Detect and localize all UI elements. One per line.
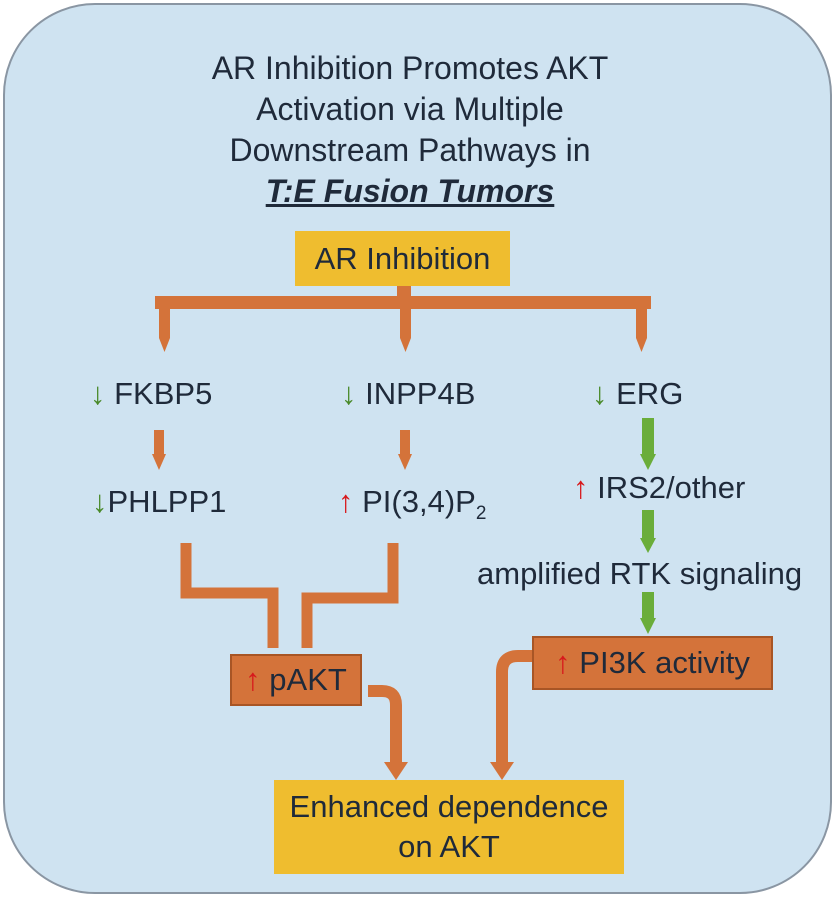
- pi3k-label: PI3K activity: [579, 645, 750, 680]
- irs2-label: IRS2/other: [597, 470, 746, 505]
- down-arrow-icon: ↓: [592, 376, 608, 411]
- up-arrow-icon: ↑: [338, 484, 354, 519]
- pakt-to-enhanced-arrow: [368, 685, 408, 780]
- enhanced-dependence-line-2: on AKT: [398, 829, 500, 864]
- irs2-node: ↑ IRS2/other: [573, 470, 745, 506]
- up-arrow-icon: ↑: [245, 662, 261, 697]
- diagram-panel: [3, 3, 832, 894]
- down-arrow-icon: ↓: [341, 376, 357, 411]
- pakt-box: ↑ pAKT: [230, 654, 362, 706]
- erg-to-irs2-arrow: [640, 418, 656, 470]
- pi34p2-to-pakt-connector: [301, 543, 399, 648]
- pi34p2-label: PI(3,4)P: [362, 484, 476, 519]
- pi34p2-node: ↑ PI(3,4)P2: [338, 484, 486, 525]
- fkbp5-to-phlpp1-arrow: [152, 430, 166, 470]
- diagram-title: AR Inhibition Promotes AKT Activation vi…: [110, 48, 710, 212]
- down-arrow-icon: ↓: [92, 484, 108, 519]
- rtk-node: amplified RTK signaling: [477, 556, 802, 592]
- rtk-to-pi3k-arrow: [640, 592, 656, 634]
- pi34p2-subscript: 2: [475, 503, 487, 525]
- pakt-label: pAKT: [269, 662, 347, 697]
- fkbp5-node: ↓ FKBP5: [90, 376, 212, 412]
- irs2-to-rtk-arrow: [640, 510, 656, 553]
- up-arrow-icon: ↑: [555, 645, 571, 680]
- rtk-label: amplified RTK signaling: [477, 556, 803, 591]
- inpp4b-node: ↓ INPP4B: [341, 376, 475, 412]
- ar-inhibition-box: AR Inhibition: [295, 231, 510, 286]
- title-line-3: Downstream Pathways in: [229, 132, 591, 168]
- fkbp5-label: FKBP5: [114, 376, 213, 411]
- phlpp1-node: ↓PHLPP1: [92, 484, 226, 520]
- enhanced-dependence-box: Enhanced dependence on AKT: [274, 780, 624, 874]
- inpp4b-label: INPP4B: [365, 376, 476, 411]
- ar-inhibition-label: AR Inhibition: [314, 240, 491, 276]
- phlpp1-label: PHLPP1: [107, 484, 227, 519]
- title-line-2: Activation via Multiple: [256, 91, 564, 127]
- enhanced-dependence-line-1: Enhanced dependence: [289, 789, 609, 824]
- pi3k-to-enhanced-arrow: [490, 650, 532, 780]
- up-arrow-icon: ↑: [573, 470, 589, 505]
- down-arrow-icon: ↓: [90, 376, 106, 411]
- erg-node: ↓ ERG: [592, 376, 683, 412]
- title-line-1: AR Inhibition Promotes AKT: [211, 50, 609, 86]
- phlpp1-to-pakt-connector: [180, 543, 279, 648]
- pi3k-box: ↑ PI3K activity: [532, 636, 773, 690]
- erg-label: ERG: [616, 376, 684, 411]
- title-emphasis: T:E Fusion Tumors: [265, 173, 555, 209]
- inpp4b-to-pi34p2-arrow: [398, 430, 412, 470]
- ar-inhibition-bracket: [155, 285, 651, 352]
